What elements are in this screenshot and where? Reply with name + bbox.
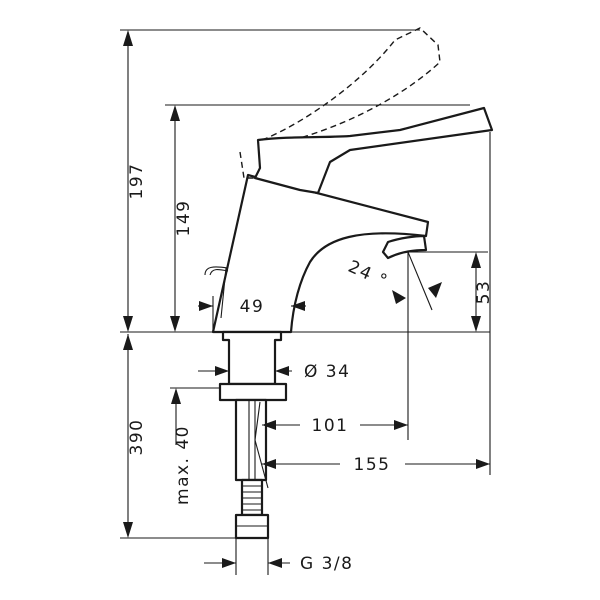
mounting-assembly (218, 330, 288, 540)
raised-lever-outline (239, 27, 441, 179)
dim-angle: 24 ° (345, 257, 391, 292)
dimension-labels: 197 149 53 390 max. 40 49 Ø 34 101 155 G… (127, 163, 494, 574)
dim-diameter: Ø 34 (304, 362, 350, 382)
dim-body-height: 149 (174, 200, 194, 237)
dim-max-thickness: max. 40 (173, 425, 193, 505)
dimension-lines (123, 30, 490, 568)
dim-base-width: 49 (240, 297, 265, 317)
lever-handle (253, 106, 494, 195)
dim-hose-length: 390 (127, 419, 147, 456)
dim-spout-height: 53 (474, 280, 494, 305)
dim-spout-reach: 101 (312, 416, 349, 436)
dim-lever-reach: 155 (354, 455, 391, 475)
dim-thread: G 3/8 (300, 554, 353, 574)
faucet-body (204, 173, 430, 334)
dim-total-height: 197 (127, 163, 147, 200)
